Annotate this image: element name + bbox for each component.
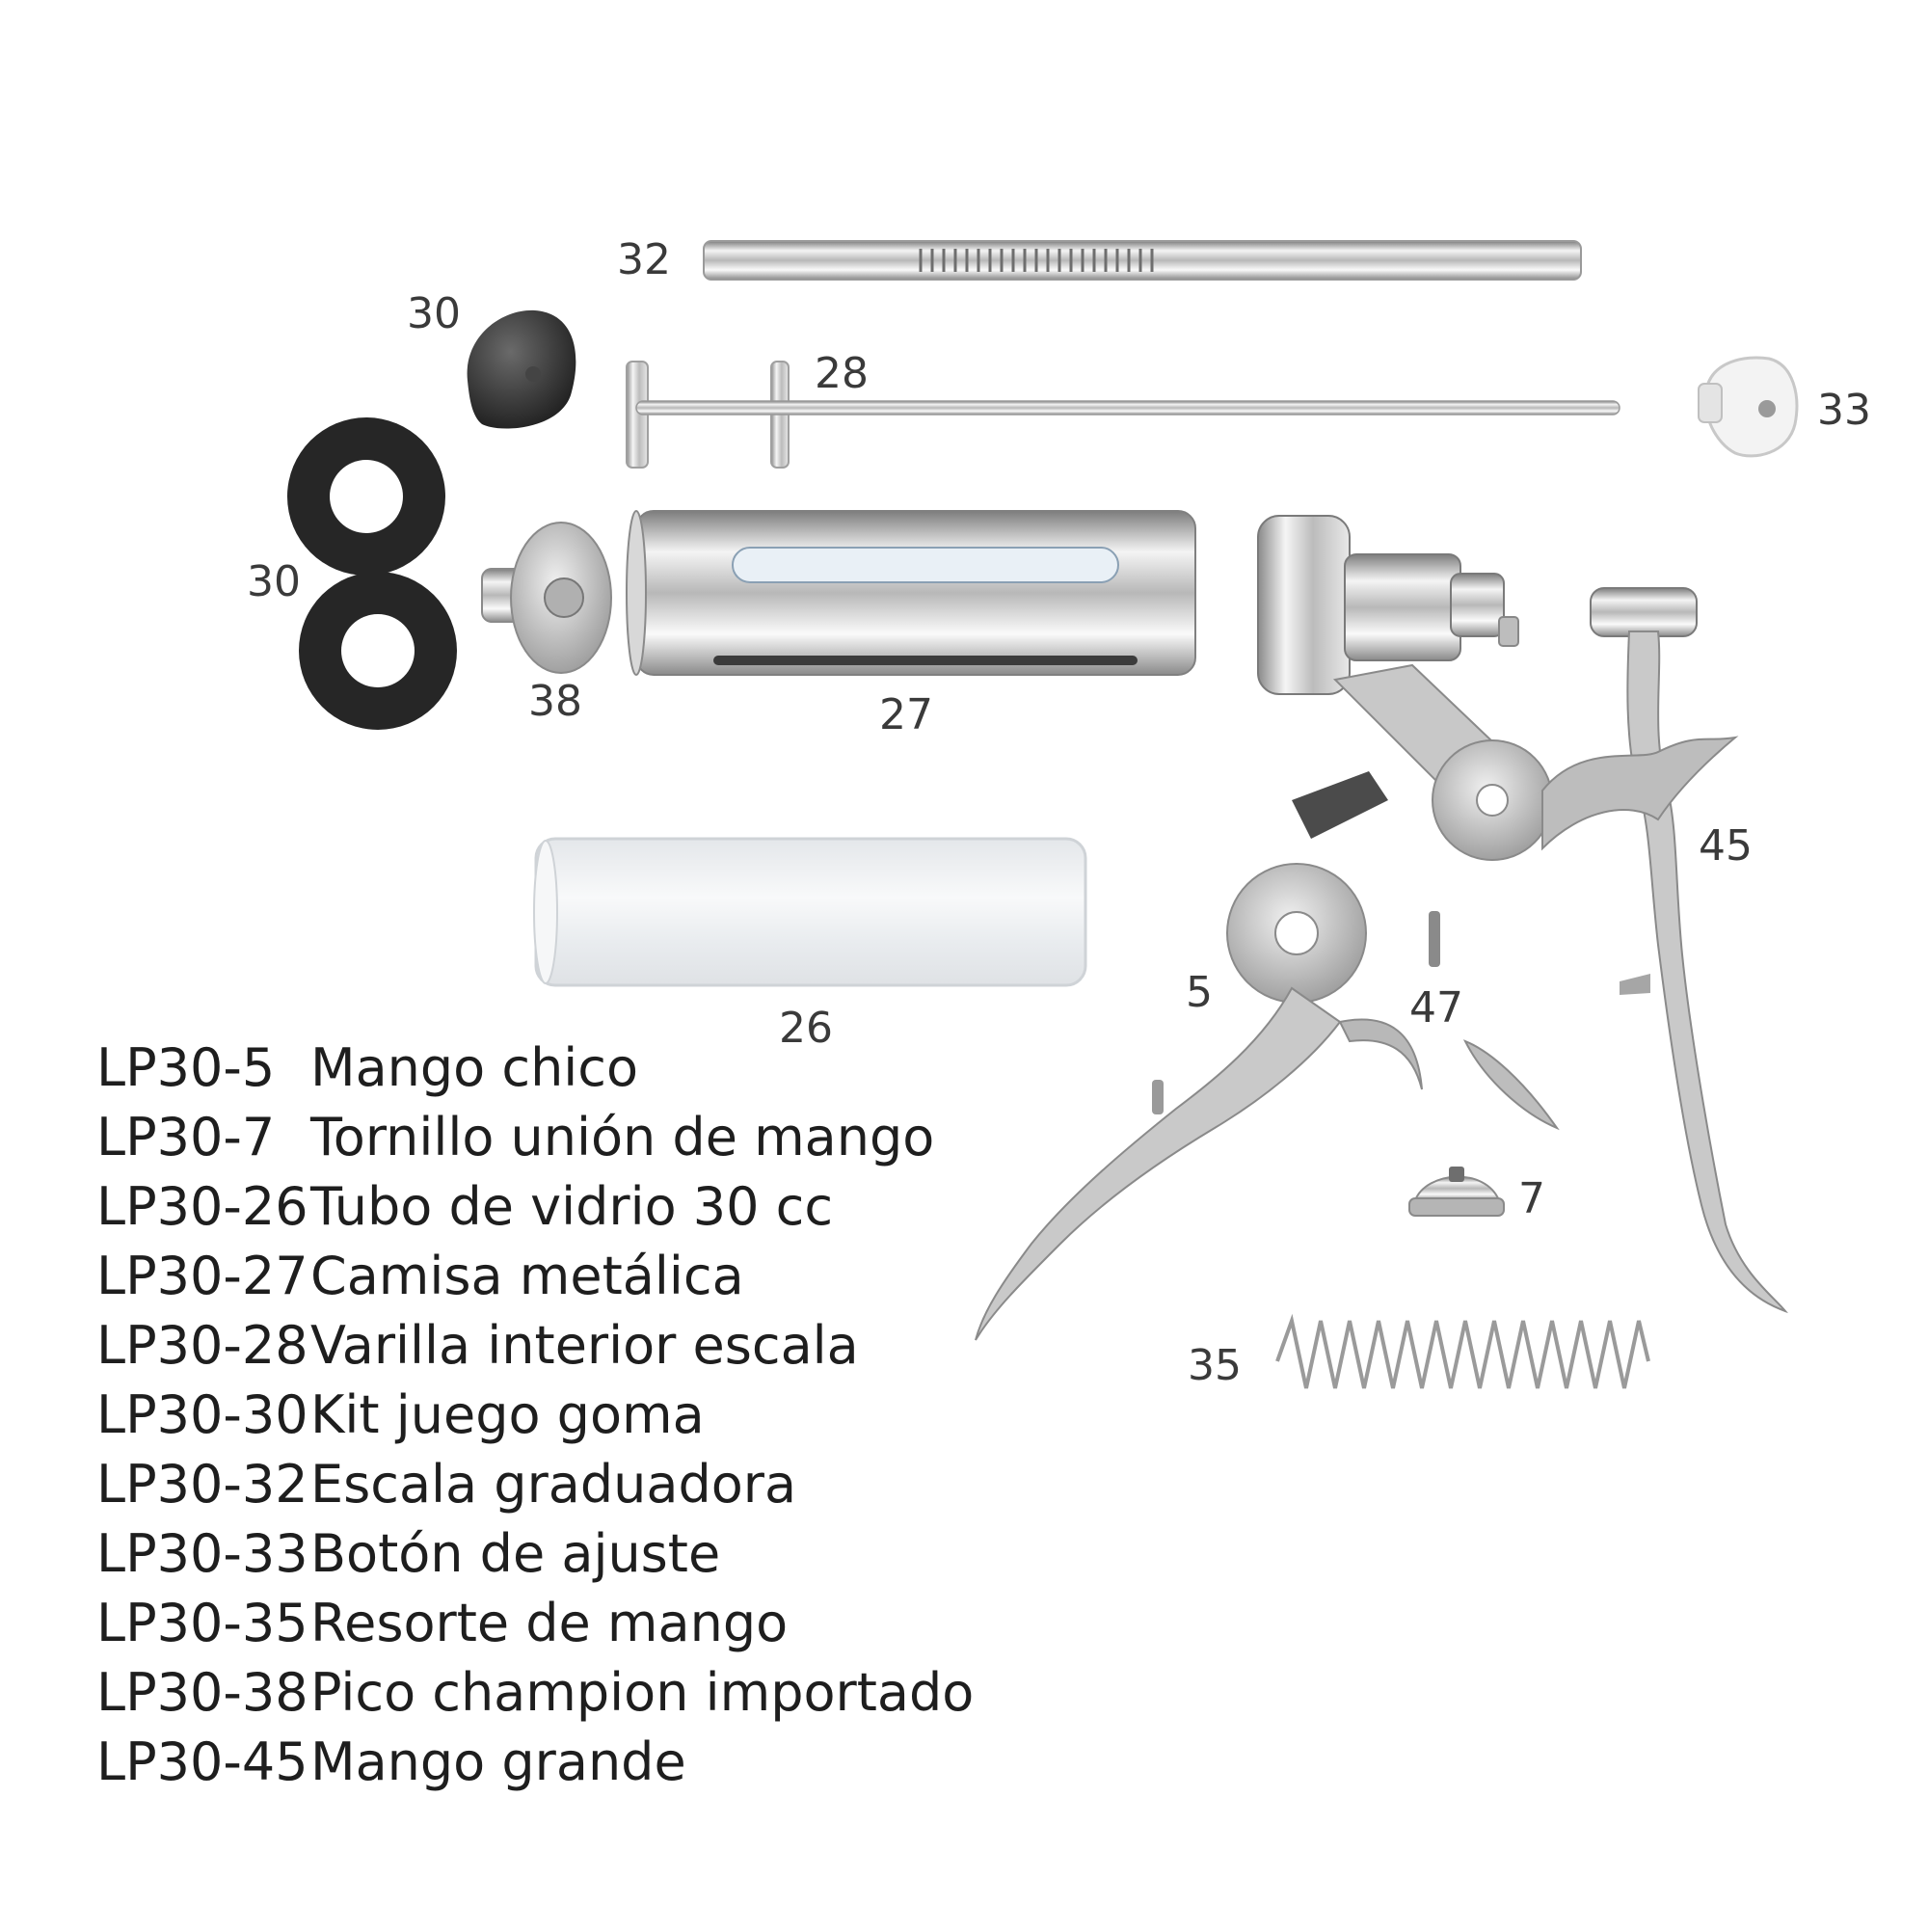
part-45-large-handle: [1541, 587, 1788, 1314]
callout-35: 35: [1188, 1341, 1242, 1390]
legend-item-33: LP30-33Botón de ajuste: [96, 1519, 974, 1589]
callout-5: 5: [1186, 968, 1213, 1017]
legend-item-27: LP30-27Camisa metálica: [96, 1242, 974, 1311]
part-code: LP30-27: [96, 1246, 308, 1306]
part-47-pin: [1429, 911, 1560, 1131]
part-30-rubber-washers: [287, 417, 457, 730]
callout-28: 28: [815, 349, 869, 398]
legend-item-45: LP30-45Mango grande: [96, 1728, 974, 1797]
part-name: Resorte de mango: [310, 1593, 789, 1653]
callout-26: 26: [779, 1004, 833, 1053]
part-7-union-screw: [1408, 1167, 1505, 1217]
part-code: LP30-32: [96, 1454, 308, 1515]
part-code: LP30-5: [96, 1037, 276, 1098]
part-32-scale-rod: [703, 240, 1582, 281]
part-code: LP30-28: [96, 1315, 308, 1376]
part-33-adjust-button: [1698, 356, 1799, 458]
legend-item-32: LP30-32Escala graduadora: [96, 1450, 974, 1519]
part-name: Botón de ajuste: [310, 1523, 721, 1584]
part-code: LP30-45: [96, 1731, 308, 1792]
part-name: Pico champion importado: [310, 1662, 975, 1723]
part-name: Camisa metálica: [310, 1246, 744, 1306]
part-code: LP30-35: [96, 1593, 308, 1653]
parts-legend: LP30-5 Mango chico LP30-7 Tornillo unión d…: [96, 1033, 974, 1797]
part-code: LP30-26: [96, 1176, 308, 1237]
part-38-nozzle: [481, 522, 612, 674]
part-name: Varilla interior escala: [310, 1315, 859, 1376]
callout-45: 45: [1699, 821, 1753, 871]
legend-item-5: LP30-5 Mango chico: [96, 1033, 974, 1103]
callout-47: 47: [1409, 983, 1463, 1033]
part-name: Tubo de vidrio 30 cc: [310, 1176, 834, 1237]
callout-27: 27: [879, 690, 933, 739]
part-name: Escala graduadora: [310, 1454, 797, 1515]
callout-32: 32: [617, 235, 671, 284]
callout-30-cap: 30: [407, 289, 461, 338]
legend-item-7: LP30-7 Tornillo unión de mango: [96, 1103, 974, 1172]
part-5-small-handle: [975, 771, 1423, 1341]
part-name: Mango chico: [310, 1037, 639, 1098]
part-name: Mango grande: [310, 1731, 686, 1792]
callout-38: 38: [528, 677, 582, 726]
legend-item-26: LP30-26Tubo de vidrio 30 cc: [96, 1172, 974, 1242]
callout-7: 7: [1518, 1174, 1545, 1223]
part-code: LP30-30: [96, 1384, 308, 1445]
legend-item-38: LP30-38Pico champion importado: [96, 1658, 974, 1728]
legend-item-30: LP30-30Kit juego goma: [96, 1381, 974, 1450]
part-body-head: [1257, 515, 1553, 861]
part-code: LP30-33: [96, 1523, 308, 1584]
part-27-metal-jacket: [626, 510, 1196, 676]
callout-33: 33: [1817, 386, 1871, 435]
part-name: Kit juego goma: [310, 1384, 705, 1445]
part-26-glass-tube: [533, 837, 1087, 987]
legend-item-35: LP30-35Resorte de mango: [96, 1589, 974, 1658]
part-28-plunger-rod: [626, 361, 1620, 469]
legend-item-28: LP30-28Varilla interior escala: [96, 1311, 974, 1381]
part-30-rubber-cap: [467, 309, 576, 429]
part-35-spring: [1275, 1313, 1650, 1389]
callout-30-washers: 30: [247, 557, 301, 606]
part-code: LP30-7: [96, 1107, 276, 1167]
part-name: Tornillo unión de mango: [310, 1107, 935, 1167]
part-code: LP30-38: [96, 1662, 308, 1723]
